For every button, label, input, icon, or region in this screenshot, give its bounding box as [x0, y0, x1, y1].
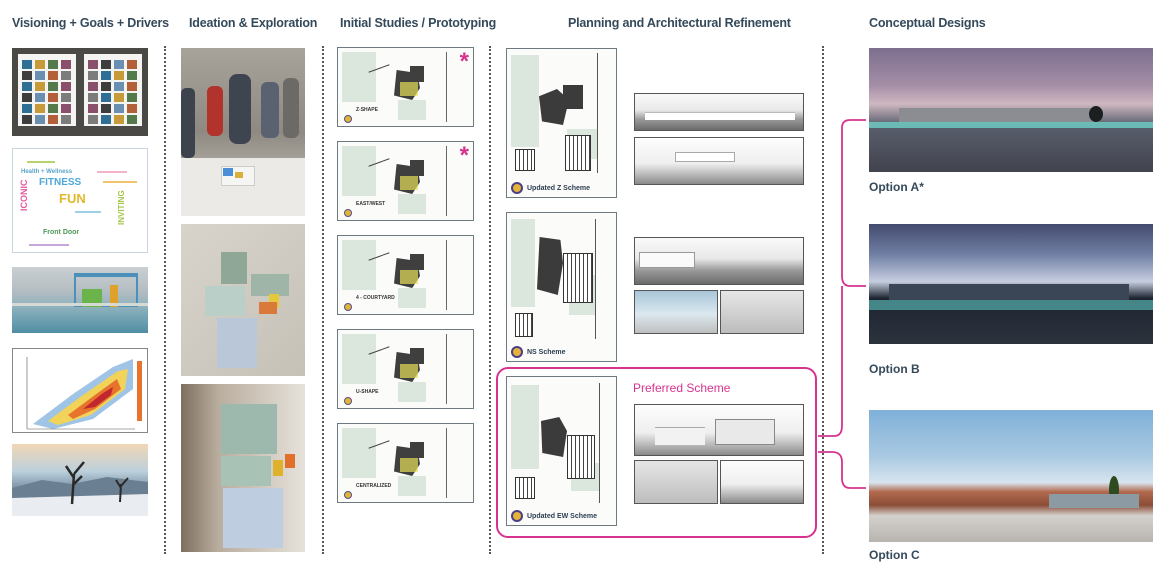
word-fitness: FITNESS [39, 177, 82, 188]
aquatics-photo [12, 267, 148, 333]
divider-1 [164, 46, 166, 554]
caption-updated-ew: Updated EW Scheme [527, 513, 598, 520]
option-b-label: Option B [869, 362, 920, 376]
option-b-render [869, 224, 1153, 344]
word-front-door: Front Door [43, 229, 80, 236]
heat-map-chart [12, 348, 148, 433]
heading-ideation: Ideation & Exploration [189, 16, 318, 30]
divider-4 [822, 46, 824, 554]
option-c-label: Option C [869, 548, 920, 562]
study-label: 4 - COURTYARD [356, 295, 395, 301]
siteplan-updated-ew: Updated EW Scheme [506, 376, 617, 526]
workshop-photo [181, 48, 305, 216]
word-health: Health + Wellness [21, 169, 73, 175]
heading-visioning: Visioning + Goals + Drivers [12, 16, 169, 30]
study-label: CENTRALIZED [356, 483, 392, 489]
study-label: U-SHAPE [356, 389, 379, 395]
preferred-scheme-label: Preferred Scheme [633, 381, 731, 395]
siteplan-updated-z: Updated Z Scheme [506, 48, 617, 198]
render-ew-1 [634, 404, 804, 456]
word-iconic: ICONIC [19, 179, 29, 212]
study-label: Z-SHAPE [356, 107, 378, 113]
word-fun: FUN [59, 191, 86, 206]
preferred-scheme-box [496, 367, 817, 538]
render-ns-1 [634, 237, 804, 285]
option-c-render [869, 410, 1153, 542]
study-card: CENTRALIZED [337, 423, 474, 503]
caption-ns: NS Scheme [527, 349, 566, 356]
divider-3 [489, 46, 491, 554]
vision-board-photo [12, 48, 148, 136]
word-inviting: INVITING [117, 190, 126, 225]
render-ns-2 [634, 290, 718, 334]
siteplan-ns: NS Scheme [506, 212, 617, 362]
word-cloud: Health + Wellness FITNESS FUN ICONIC INV… [12, 148, 148, 253]
options-bracket [818, 119, 866, 489]
heading-planning: Planning and Architectural Refinement [568, 16, 791, 30]
study-card: 4 - COURTYARD [337, 235, 474, 315]
study-card: Z-SHAPE * [337, 47, 474, 127]
render-z-1 [634, 93, 804, 131]
heading-conceptual: Conceptual Designs [869, 16, 986, 30]
massing-model-photo-2 [181, 384, 305, 552]
render-ns-3 [720, 290, 804, 334]
asterisk-icon: * [459, 142, 469, 169]
option-a-render [869, 48, 1153, 172]
heading-initial-studies: Initial Studies / Prototyping [340, 16, 497, 30]
render-z-2 [634, 137, 804, 185]
joshua-tree-photo [12, 444, 148, 516]
divider-2 [322, 46, 324, 554]
asterisk-icon: * [459, 48, 469, 75]
caption-updated-z: Updated Z Scheme [527, 185, 591, 192]
study-card: EAST/WEST * [337, 141, 474, 221]
option-a-label: Option A* [869, 180, 924, 194]
render-ew-2 [634, 460, 718, 504]
study-label: EAST/WEST [356, 201, 386, 207]
render-ew-3 [720, 460, 804, 504]
massing-model-photo-1 [181, 224, 305, 376]
study-card: U-SHAPE [337, 329, 474, 409]
